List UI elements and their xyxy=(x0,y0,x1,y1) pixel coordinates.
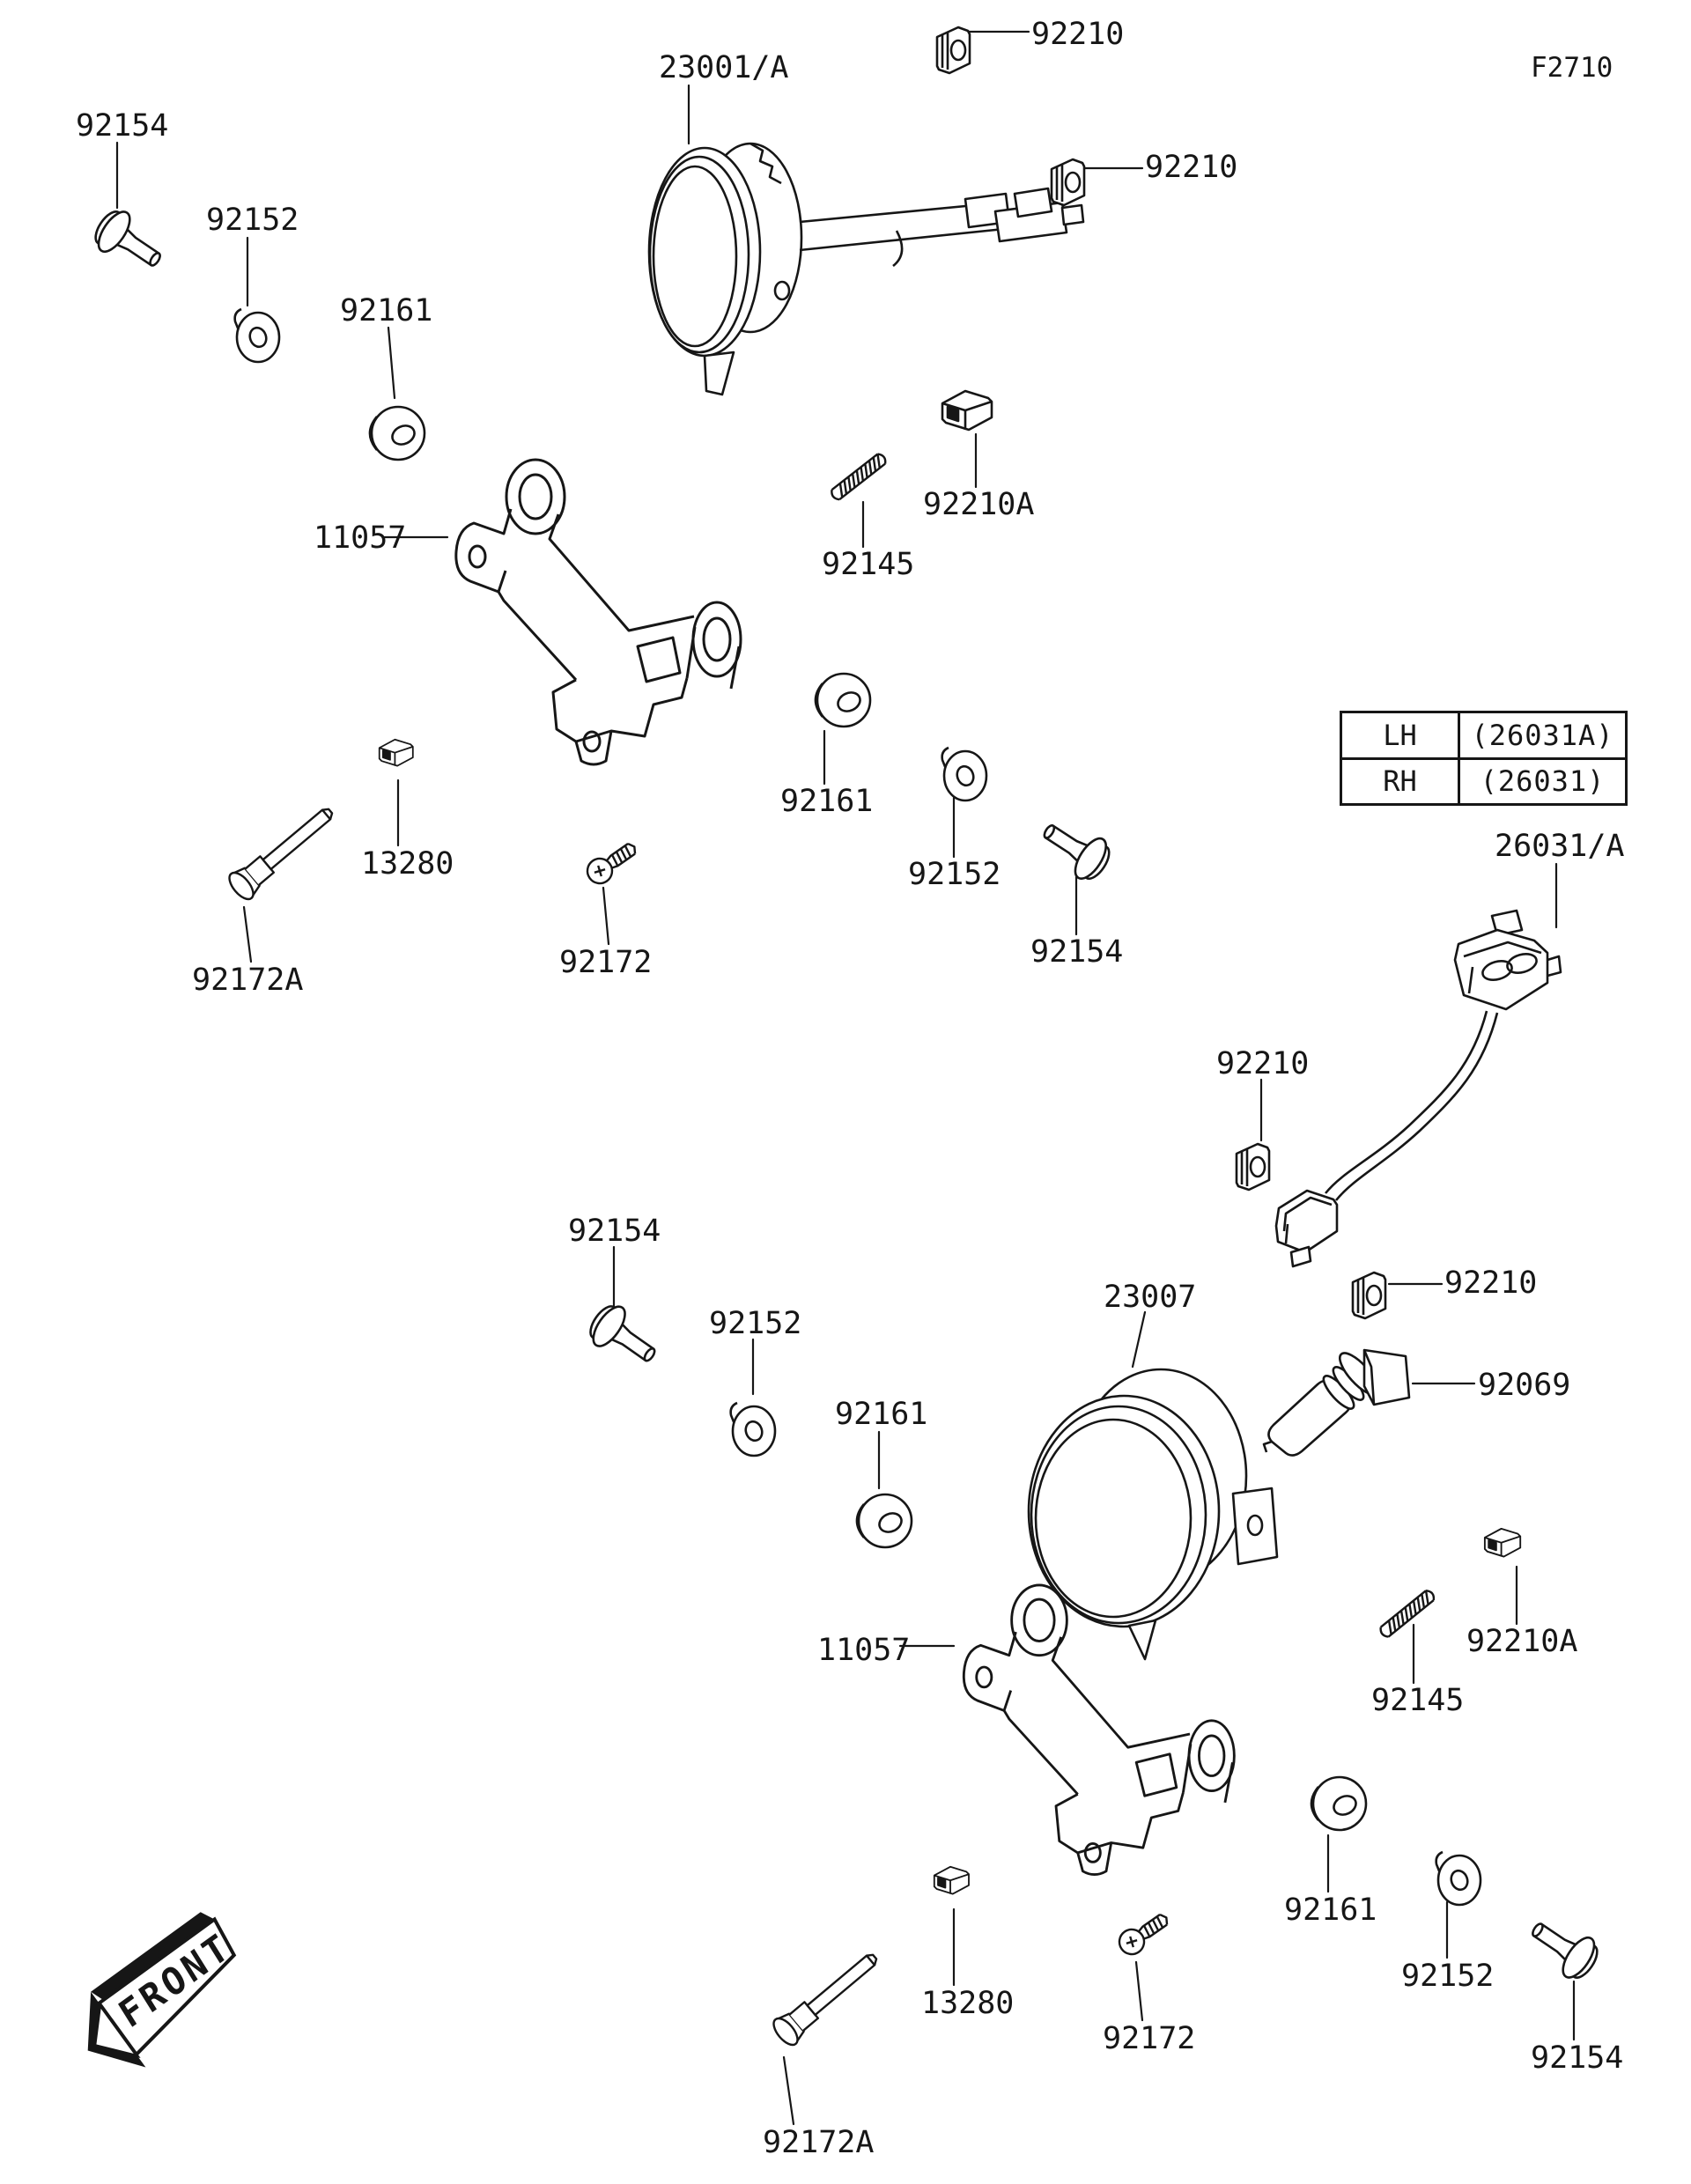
fog-lamp-drawing xyxy=(1027,1368,1279,1661)
spring-drawing xyxy=(1377,1587,1437,1641)
part-number-label: 92172A xyxy=(192,963,304,998)
part-number-label: 92145 xyxy=(1371,1683,1465,1718)
table-cell-part: (26031) xyxy=(1480,764,1606,799)
long-socket-bolt-drawing xyxy=(224,798,342,904)
long-socket-bolt-drawing xyxy=(768,1944,886,2050)
part-number-label: 92210A xyxy=(923,487,1035,522)
speed-nut-clip-icon xyxy=(1235,1142,1271,1192)
part-number-label: 92152 xyxy=(908,857,1001,892)
part-number-label: 92210 xyxy=(1444,1265,1538,1301)
variant-table: LH (26031A) RH (26031) xyxy=(1340,711,1628,806)
part-number-label: 23001/A xyxy=(659,50,789,85)
cube-nut-icon xyxy=(941,389,993,432)
table-row: LH (26031A) xyxy=(1342,713,1625,757)
part-number-label: 92161 xyxy=(340,293,433,328)
grommet-drawing xyxy=(1310,1775,1368,1832)
grommet-drawing xyxy=(368,405,426,461)
figure-code: F2710 xyxy=(1531,52,1613,84)
speed-nut-clip-icon xyxy=(1050,158,1086,207)
bulb-drawing xyxy=(1262,1348,1411,1457)
part-number-label: 92154 xyxy=(568,1214,661,1249)
part-number-label: 92172 xyxy=(559,945,653,980)
part-number-label: 13280 xyxy=(361,846,454,882)
part-number-label: 92154 xyxy=(1531,2040,1624,2076)
pan-head-screw-drawing xyxy=(581,835,643,889)
front-arrow: FRONT xyxy=(87,1912,239,2068)
flange-bolt-drawing xyxy=(1032,809,1118,888)
part-number-label: 92210 xyxy=(1031,17,1125,52)
collar-fastener-drawing xyxy=(233,307,281,364)
flange-bolt-drawing xyxy=(581,1297,668,1377)
part-number-label: 92152 xyxy=(1401,1959,1495,1994)
part-number-label: 92172A xyxy=(763,2125,875,2160)
table-cell-side: LH xyxy=(1342,713,1460,757)
part-number-label: 92172 xyxy=(1103,2021,1196,2056)
part-number-label: 92161 xyxy=(780,784,874,819)
part-number-label: 26031/A xyxy=(1495,829,1625,864)
collar-fastener-drawing xyxy=(1435,1850,1482,1907)
table-row: RH (26031) xyxy=(1342,756,1625,803)
part-number-label: 92152 xyxy=(709,1306,802,1341)
part-number-label: 92161 xyxy=(835,1397,928,1432)
part-number-label: 23007 xyxy=(1104,1280,1197,1315)
spring-drawing xyxy=(828,451,890,503)
flange-bolt-drawing xyxy=(86,203,173,282)
part-number-label: 92154 xyxy=(76,108,169,144)
part-number-label: 92154 xyxy=(1030,934,1124,970)
grommet-drawing xyxy=(855,1493,913,1549)
headlamp-assembly-drawing xyxy=(647,142,1085,396)
part-number-label: 92210 xyxy=(1216,1046,1310,1081)
flange-bolt-drawing xyxy=(1520,1907,1606,1987)
cube-nut-icon xyxy=(1483,1527,1522,1558)
part-number-label: 13280 xyxy=(921,1986,1015,2021)
cube-nut-icon xyxy=(378,738,414,767)
table-cell-part: (26031A) xyxy=(1471,718,1614,752)
part-number-label: 92210 xyxy=(1145,150,1238,185)
collar-fastener-drawing xyxy=(729,1401,777,1457)
part-number-label: 92210A xyxy=(1466,1624,1578,1659)
lamp-bracket-drawing xyxy=(962,1583,1236,1877)
part-number-label: 92161 xyxy=(1284,1893,1377,1928)
speed-nut-clip-icon xyxy=(935,26,971,75)
leader-lines xyxy=(115,30,1576,2126)
part-number-label: 92152 xyxy=(206,203,299,238)
cube-nut-icon xyxy=(933,1865,970,1895)
lamp-bracket-drawing xyxy=(454,458,742,766)
part-number-label: 11057 xyxy=(817,1633,911,1668)
part-number-label: 11057 xyxy=(314,520,407,556)
collar-fastener-drawing xyxy=(941,746,988,802)
part-number-label: 92069 xyxy=(1478,1368,1571,1403)
speed-nut-clip-icon xyxy=(1351,1271,1387,1320)
socket-harness-drawing xyxy=(1274,909,1562,1268)
pan-head-screw-drawing xyxy=(1113,1906,1175,1960)
part-number-label: 92145 xyxy=(822,547,915,582)
grommet-drawing xyxy=(814,672,872,728)
table-cell-side: RH xyxy=(1342,759,1460,803)
